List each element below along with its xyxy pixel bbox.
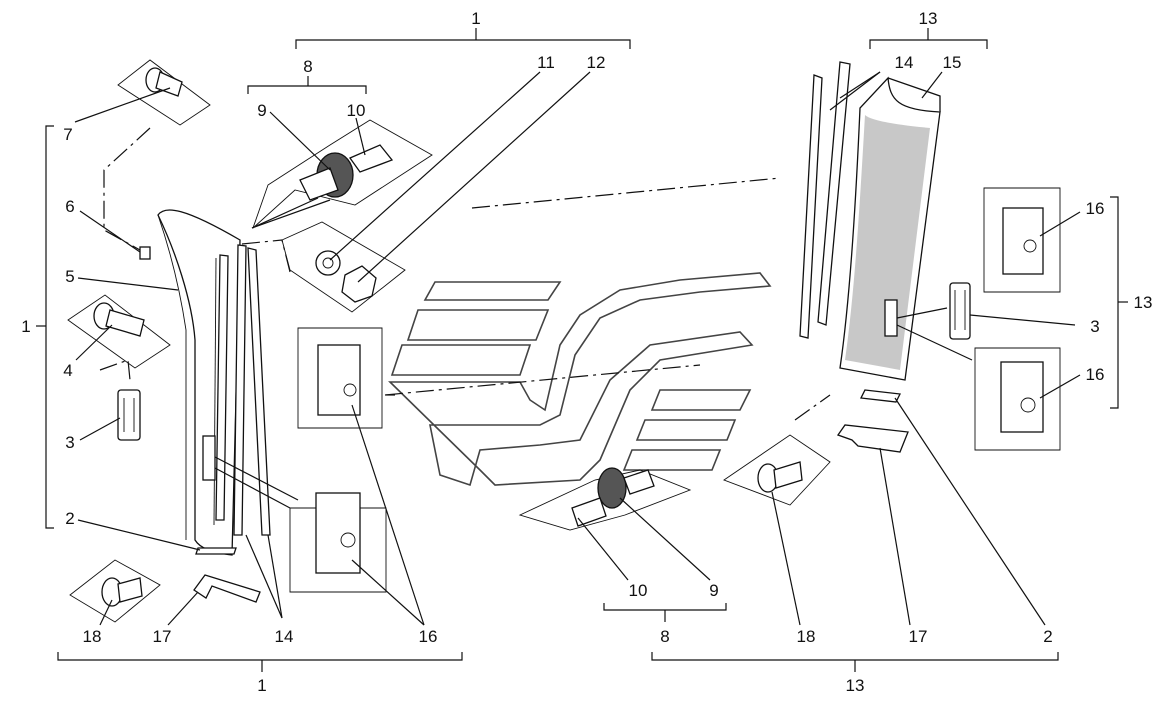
label-6: 6 (65, 197, 74, 216)
label-8-top: 8 (303, 57, 312, 76)
right-fastener-callouts (518, 187, 1061, 531)
label-1-top: 1 (471, 9, 480, 28)
left-fastener-callouts (67, 59, 433, 623)
label-14-top: 14 (895, 53, 914, 72)
label-11: 11 (537, 53, 555, 72)
assembly-center-lines (281, 177, 781, 396)
label-9-bottom: 9 (709, 581, 718, 600)
label-13-top: 13 (919, 9, 938, 28)
callout-labels: 1 13 8 9 10 11 12 14 15 7 6 5 1 4 3 2 16… (21, 9, 1152, 695)
label-3-right: 3 (1090, 317, 1099, 336)
label-1-left: 1 (21, 317, 30, 336)
label-17-right: 17 (909, 627, 928, 646)
label-15: 15 (943, 53, 962, 72)
label-3-left: 3 (65, 433, 74, 452)
left-pillar-trim (157, 209, 271, 556)
label-7: 7 (63, 125, 72, 144)
label-10-bottom: 10 (629, 581, 648, 600)
label-2-left: 2 (65, 509, 74, 528)
label-13-right: 13 (1134, 293, 1153, 312)
background-emblem (388, 272, 772, 487)
label-4: 4 (63, 361, 72, 380)
right-pillar-trim (799, 61, 941, 403)
label-17-left: 17 (153, 627, 172, 646)
label-1-bottom: 1 (257, 676, 266, 695)
label-13-bottom: 13 (846, 676, 865, 695)
leader-lines (74, 71, 1081, 626)
label-8-bottom: 8 (660, 627, 669, 646)
label-16-right-lower: 16 (1086, 365, 1105, 384)
label-18-right: 18 (797, 627, 816, 646)
label-16-bottom: 16 (419, 627, 438, 646)
label-16-right-upper: 16 (1086, 199, 1105, 218)
label-14-bottom: 14 (275, 627, 294, 646)
label-5: 5 (65, 267, 74, 286)
label-10-top: 10 (347, 101, 366, 120)
label-9-top: 9 (257, 101, 266, 120)
group-brackets (36, 28, 1128, 672)
label-12: 12 (587, 53, 606, 72)
label-18-left: 18 (83, 627, 102, 646)
label-2-right: 2 (1043, 627, 1052, 646)
